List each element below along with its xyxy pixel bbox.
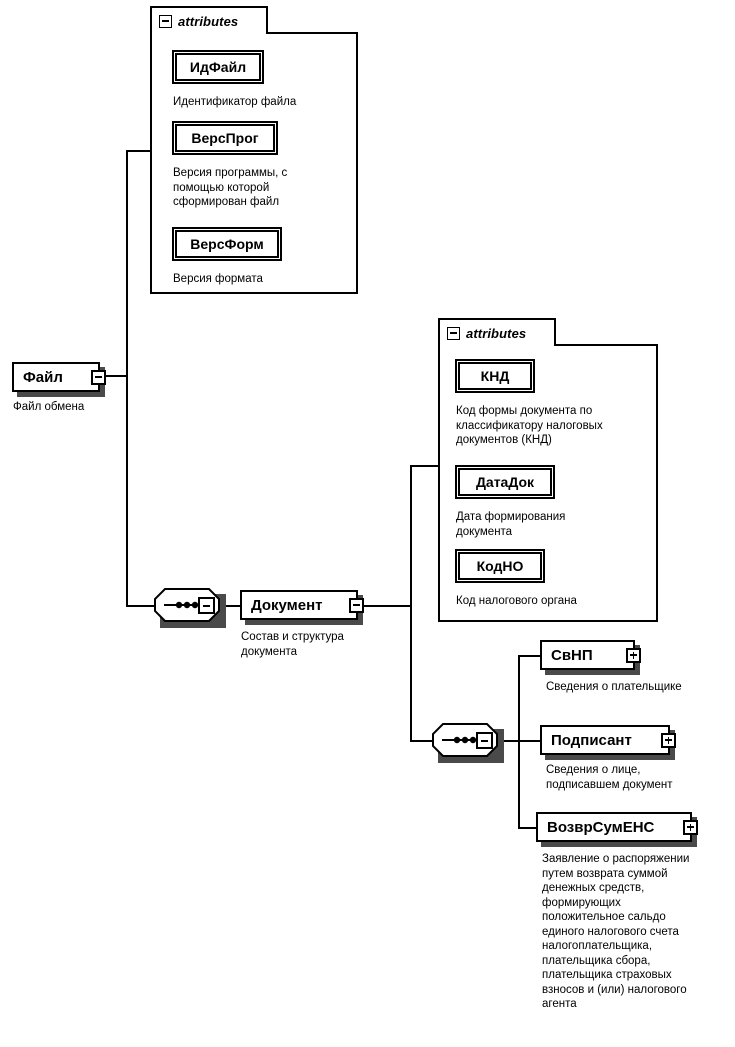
attribute-node-label: ИдФайл — [189, 59, 247, 75]
attributes-tab-document[interactable]: attributes — [438, 318, 556, 346]
connector-trunk-file — [126, 150, 128, 607]
element-node-podpisant[interactable]: Подписант — [540, 725, 676, 755]
connector-sequence-file-to-dokument — [218, 605, 240, 607]
collapse-minus-icon[interactable] — [91, 369, 106, 385]
attribute-node-label: КодНО — [476, 558, 524, 574]
attribute-node-label: ВерсФорм — [190, 236, 264, 252]
connector-children-to-svnp — [518, 655, 540, 657]
sequence-document-toggle[interactable] — [476, 732, 493, 749]
attribute-description-kodno: Код налогового органа — [456, 595, 577, 607]
attribute-node-knd[interactable]: КНД — [455, 359, 535, 393]
attribute-node-label: ВерсПрог — [191, 130, 259, 146]
element-node-label: СвНП — [551, 646, 593, 664]
element-node-svnp[interactable]: СвНП — [540, 640, 641, 670]
expand-plus-icon[interactable] — [683, 819, 698, 835]
element-node-vozvrsumens[interactable]: ВозврСумЕНС — [536, 812, 698, 842]
expand-plus-icon[interactable] — [626, 647, 641, 663]
element-description-dokument: Состав и структура документа — [241, 631, 344, 658]
sequence-file-toggle[interactable] — [198, 597, 215, 614]
attribute-description-versprog: Версия программы, с помощью которой сфор… — [173, 167, 288, 208]
element-node-label: Документ — [251, 596, 323, 614]
element-node-label: ВозврСумЕНС — [547, 818, 655, 836]
expand-plus-icon[interactable] — [661, 732, 676, 748]
attribute-description-idfajl: Идентификатор файла — [173, 96, 297, 108]
attribute-node-datadok[interactable]: ДатаДок — [455, 465, 555, 499]
element-node-fajl[interactable]: Файл — [12, 362, 106, 392]
attribute-description-datadok: Дата формирования документа — [456, 511, 566, 538]
collapse-minus-icon[interactable] — [349, 597, 364, 613]
attributes-tab-label: attributes — [178, 13, 239, 29]
attribute-node-versform[interactable]: ВерсФорм — [172, 227, 282, 261]
attribute-node-versprog[interactable]: ВерсПрог — [172, 121, 278, 155]
element-description-podpisant: Сведения о лице, подписавшем документ — [546, 764, 673, 791]
attribute-node-label: КНД — [480, 368, 510, 384]
connector-file-to-trunk — [100, 375, 128, 377]
connector-trunk-document — [410, 465, 412, 742]
element-description-fajl: Файл обмена — [13, 401, 85, 413]
attribute-description-versform: Версия формата — [173, 273, 263, 285]
attribute-node-label: ДатаДок — [475, 474, 535, 490]
connector-dokument-to-trunk — [360, 605, 412, 607]
element-node-label: Подписант — [551, 731, 632, 749]
attribute-node-kodno[interactable]: КодНО — [455, 549, 545, 583]
connector-trunk-to-file-attributes — [126, 150, 150, 152]
connector-children-to-podpisant — [518, 740, 540, 742]
element-description-svnp: Сведения о плательщике — [546, 681, 682, 693]
attributes-tab-label: attributes — [466, 325, 527, 341]
connector-trunk-to-sequence-document — [410, 740, 434, 742]
connector-children-to-vozvrsumens — [518, 827, 540, 829]
attribute-description-knd: Код формы документа по классификатору на… — [456, 405, 603, 446]
connector-trunk-to-sequence-file — [126, 605, 156, 607]
element-description-vozvrsumens: Заявление о распоряжении путем возврата … — [542, 853, 690, 1010]
attributes-tab-file[interactable]: attributes — [150, 6, 268, 34]
collapse-minus-icon[interactable] — [447, 326, 460, 340]
element-node-label: Файл — [23, 368, 63, 386]
element-node-dokument[interactable]: Документ — [240, 590, 364, 620]
attribute-node-idfajl[interactable]: ИдФайл — [172, 50, 264, 84]
connector-trunk-to-document-attributes — [410, 465, 438, 467]
connector-sequence-document-to-children — [496, 740, 522, 742]
collapse-minus-icon[interactable] — [159, 14, 172, 28]
